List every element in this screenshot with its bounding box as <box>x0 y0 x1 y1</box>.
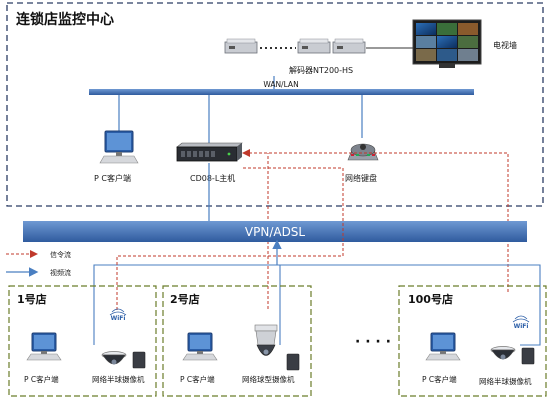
wifi-arc-icon <box>514 315 528 320</box>
store-100-boundary <box>398 285 547 397</box>
video-flow-store1 <box>93 264 350 345</box>
pc-icon <box>425 332 461 361</box>
decoder-label: 解码器NT200-HS <box>289 65 353 75</box>
store-1-boundary <box>8 285 157 397</box>
wifi-icon: WiFi <box>111 315 126 322</box>
decoder-device-icon <box>224 38 258 54</box>
store-2-boundary <box>162 285 312 397</box>
store-100-camera-label: 网络半球摄像机 <box>479 376 532 386</box>
legend-video-label: 视频流 <box>50 268 71 277</box>
store-1-name: 1号店 <box>17 292 47 306</box>
legend: 信令流 视频流 <box>6 250 71 277</box>
dome-camera-icon <box>101 351 127 365</box>
host-server-icon <box>176 142 243 162</box>
decoder-device-icon <box>297 38 331 54</box>
store-1-camera-label: 网络半球摄像机 <box>92 374 145 384</box>
decoder-device-icon <box>332 38 366 54</box>
wan-lan-bar <box>89 89 474 95</box>
center-title: 连锁店监控中心 <box>16 11 114 28</box>
storage-card-icon <box>132 351 146 369</box>
network-keyboard-icon <box>347 143 379 161</box>
store-2-name: 2号店 <box>170 292 200 306</box>
storage-card-icon <box>521 347 535 365</box>
pc-icon <box>26 332 62 361</box>
store-1-pc-label: P C客户端 <box>24 374 59 384</box>
legend-signal-label: 信令流 <box>50 250 71 259</box>
videowall-icon <box>412 19 482 68</box>
wifi-icon: WiFi <box>514 323 529 330</box>
signal-flow-store1 <box>116 167 344 310</box>
pc-icon <box>182 332 218 361</box>
keyboard-label: 网络键盘 <box>345 173 377 183</box>
speed-dome-camera-icon <box>254 324 278 356</box>
wifi-arc-icon <box>512 318 530 323</box>
wifi-arc-icon <box>109 311 127 316</box>
dome-camera-icon <box>490 346 516 360</box>
vpn-adsl-label: VPN/ADSL <box>245 225 306 239</box>
pc-icon <box>99 130 139 164</box>
wan-lan-label: WAN/LAN <box>263 80 298 89</box>
signal-flow-100-to-host <box>242 149 509 292</box>
videowall-label: 电视墙 <box>493 40 517 50</box>
store-100-name: 100号店 <box>408 292 453 306</box>
more-stores-ellipsis: · · · · <box>355 334 391 350</box>
decoder-group: 解码器NT200-HS <box>224 38 414 75</box>
store-100-pc-label: P C客户端 <box>422 374 457 384</box>
video-flow-store100 <box>350 264 541 346</box>
wifi-arc-icon <box>111 308 125 313</box>
store-2-pc-label: P C客户端 <box>180 374 215 384</box>
vpn-adsl-bar <box>23 221 527 242</box>
host-label: CD08-L主机 <box>190 173 235 183</box>
center-pc-label: P C客户端 <box>94 173 131 183</box>
storage-card-icon <box>286 353 300 371</box>
store-2-camera-label: 网络球型摄像机 <box>242 374 295 384</box>
